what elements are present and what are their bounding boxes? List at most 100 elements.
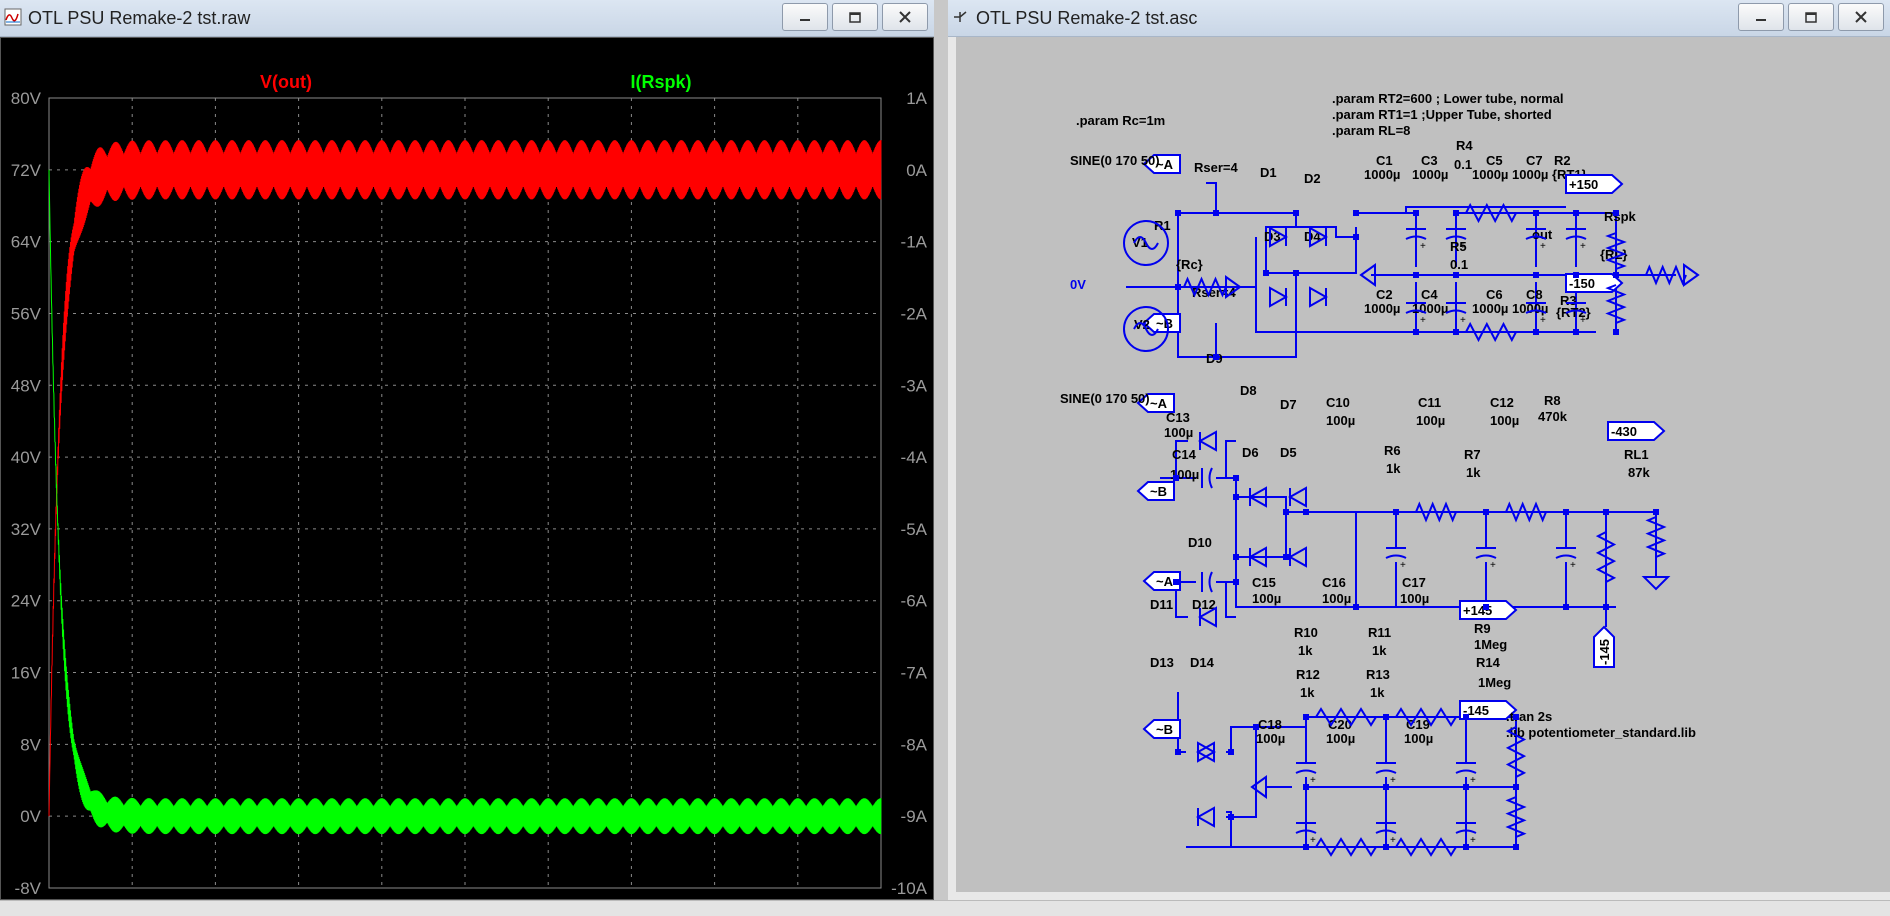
component-label[interactable]: D10 bbox=[1188, 535, 1212, 550]
schematic-net-ports[interactable]: ~A+150-150~B~A-430~B~A+145~B-145-145 bbox=[1136, 154, 1666, 739]
component-label[interactable]: C17 bbox=[1402, 575, 1426, 590]
component-label[interactable]: C7 bbox=[1526, 153, 1543, 168]
component-label[interactable]: C10 bbox=[1326, 395, 1350, 410]
component-label[interactable]: out bbox=[1532, 227, 1553, 242]
component-label[interactable]: D6 bbox=[1242, 445, 1259, 460]
component-label[interactable]: D8 bbox=[1240, 383, 1257, 398]
component-label[interactable]: 1Meg bbox=[1478, 675, 1511, 690]
component-label[interactable]: 0.1 bbox=[1454, 157, 1472, 172]
component-label[interactable]: 100µ bbox=[1490, 413, 1519, 428]
directive-rl[interactable]: .param RL=8 bbox=[1332, 123, 1410, 138]
schematic-title-bar[interactable]: OTL PSU Remake-2 tst.asc bbox=[948, 0, 1890, 37]
component-label[interactable]: R5 bbox=[1450, 239, 1467, 254]
component-label[interactable]: C5 bbox=[1486, 153, 1503, 168]
component-label[interactable]: C13 bbox=[1166, 410, 1190, 425]
component-label[interactable]: 1k bbox=[1300, 685, 1315, 700]
component-label[interactable]: R12 bbox=[1296, 667, 1320, 682]
component-label[interactable]: C4 bbox=[1421, 287, 1438, 302]
component-label[interactable]: 1000µ bbox=[1412, 301, 1448, 316]
component-label[interactable]: Rspk bbox=[1604, 209, 1637, 224]
component-label[interactable]: C12 bbox=[1490, 395, 1514, 410]
directive-tran[interactable]: .tran 2s bbox=[1506, 709, 1552, 724]
minimize-button[interactable] bbox=[1738, 3, 1784, 31]
schematic-window[interactable]: OTL PSU Remake-2 tst.asc bbox=[948, 0, 1890, 900]
component-label[interactable]: 100µ bbox=[1164, 425, 1193, 440]
trace-legend[interactable]: V(out)I(Rspk) bbox=[260, 72, 692, 92]
component-label[interactable]: RL1 bbox=[1624, 447, 1649, 462]
component-label[interactable]: 1000µ bbox=[1512, 301, 1548, 316]
component-label[interactable]: C1 bbox=[1376, 153, 1393, 168]
component-label[interactable]: C6 bbox=[1486, 287, 1503, 302]
component-label[interactable]: C3 bbox=[1421, 153, 1438, 168]
component-label[interactable]: R9 bbox=[1474, 621, 1491, 636]
legend-entry[interactable]: V(out) bbox=[260, 72, 312, 92]
directive-rt2[interactable]: .param RT2=600 ; Lower tube, normal bbox=[1332, 91, 1564, 106]
component-label[interactable]: {RL} bbox=[1600, 247, 1627, 262]
component-label[interactable]: R11 bbox=[1368, 625, 1391, 640]
component-label[interactable]: 100µ bbox=[1400, 591, 1429, 606]
component-label[interactable]: R2 bbox=[1554, 153, 1571, 168]
component-label[interactable]: R3 bbox=[1560, 293, 1577, 308]
component-label[interactable]: 100µ bbox=[1256, 731, 1285, 746]
net-port-label[interactable]: ~B bbox=[1150, 484, 1167, 499]
net-port-label[interactable]: ~A bbox=[1156, 157, 1174, 172]
component-label[interactable]: D2 bbox=[1304, 171, 1321, 186]
component-label[interactable]: 1000µ bbox=[1512, 167, 1548, 182]
component-label[interactable]: 1Meg bbox=[1474, 637, 1507, 652]
component-label[interactable]: 470k bbox=[1538, 409, 1568, 424]
net-port-label[interactable]: +150 bbox=[1569, 177, 1598, 192]
component-label[interactable]: D7 bbox=[1280, 397, 1297, 412]
component-label[interactable]: 1k bbox=[1370, 685, 1385, 700]
component-label[interactable]: 100µ bbox=[1404, 731, 1433, 746]
net-port-label[interactable]: ~A bbox=[1150, 396, 1168, 411]
component-label[interactable]: 100µ bbox=[1252, 591, 1281, 606]
component-label[interactable]: C2 bbox=[1376, 287, 1393, 302]
component-label[interactable]: C16 bbox=[1322, 575, 1346, 590]
net-port-label[interactable]: ~B bbox=[1156, 722, 1173, 737]
component-label[interactable]: 100µ bbox=[1416, 413, 1445, 428]
net-port-label[interactable]: -150 bbox=[1569, 276, 1595, 291]
component-label[interactable]: D12 bbox=[1192, 597, 1216, 612]
close-button[interactable] bbox=[882, 3, 928, 31]
component-label[interactable]: R13 bbox=[1366, 667, 1390, 682]
component-label[interactable]: 1k bbox=[1386, 461, 1401, 476]
component-label[interactable]: 87k bbox=[1628, 465, 1650, 480]
component-label[interactable]: 1000µ bbox=[1472, 301, 1508, 316]
component-label[interactable]: C15 bbox=[1252, 575, 1276, 590]
component-label[interactable]: C19 bbox=[1406, 717, 1430, 732]
component-label[interactable]: 1000µ bbox=[1364, 167, 1400, 182]
component-label[interactable]: 100µ bbox=[1322, 591, 1351, 606]
component-label[interactable]: R6 bbox=[1384, 443, 1401, 458]
component-label[interactable]: C8 bbox=[1526, 287, 1543, 302]
component-label[interactable]: 1k bbox=[1466, 465, 1481, 480]
component-label[interactable]: C18 bbox=[1258, 717, 1282, 732]
component-label[interactable]: 1k bbox=[1298, 643, 1313, 658]
component-label[interactable]: R1 bbox=[1154, 218, 1171, 233]
maximize-button[interactable] bbox=[832, 3, 878, 31]
component-label[interactable]: 1000µ bbox=[1472, 167, 1508, 182]
component-label[interactable]: D1 bbox=[1260, 165, 1277, 180]
component-label[interactable]: D11 bbox=[1150, 597, 1173, 612]
component-label[interactable]: R7 bbox=[1464, 447, 1481, 462]
waveform-title-bar[interactable]: OTL PSU Remake-2 tst.raw bbox=[0, 0, 934, 37]
component-label[interactable]: 1000µ bbox=[1412, 167, 1448, 182]
component-label[interactable]: 100µ bbox=[1326, 731, 1355, 746]
component-label[interactable]: {Rc} bbox=[1176, 257, 1203, 272]
component-label[interactable]: Rser=4 bbox=[1194, 160, 1238, 175]
minimize-button[interactable] bbox=[782, 3, 828, 31]
net-port-label[interactable]: -145 bbox=[1597, 639, 1612, 665]
component-label[interactable]: D5 bbox=[1280, 445, 1297, 460]
component-label[interactable]: 1000µ bbox=[1364, 301, 1400, 316]
component-label[interactable]: 1k bbox=[1372, 643, 1387, 658]
component-label[interactable]: R4 bbox=[1456, 138, 1473, 153]
component-label[interactable]: 100µ bbox=[1326, 413, 1355, 428]
component-label[interactable]: R14 bbox=[1476, 655, 1501, 670]
schematic-directives[interactable]: .param Rc=1m .param RT2=600 ; Lower tube… bbox=[1060, 91, 1696, 740]
component-label[interactable]: C14 bbox=[1172, 447, 1197, 462]
close-button[interactable] bbox=[1838, 3, 1884, 31]
net-port-label[interactable]: -430 bbox=[1611, 424, 1637, 439]
